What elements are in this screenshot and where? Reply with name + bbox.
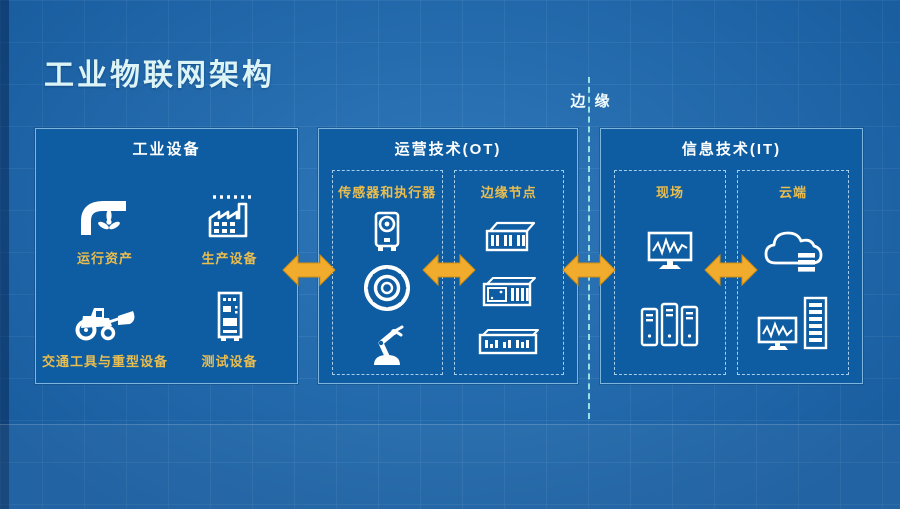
robot-arm-icon <box>362 321 412 367</box>
equipment-item-test: 测试设备 <box>168 271 291 374</box>
equipment-item-label: 测试设备 <box>201 354 258 369</box>
equipment-item-vehicles-heavy: 交通工具与重型设备 <box>42 271 168 374</box>
edge-divider-label: 边缘 <box>570 93 619 110</box>
bottom-background-band <box>0 424 900 509</box>
cloud-icons <box>738 203 848 374</box>
factory-icon <box>203 185 257 241</box>
panel-title: 运营技术(OT) <box>394 141 502 158</box>
group-label: 现场 <box>655 185 684 200</box>
wheel-loader-icon <box>71 288 139 344</box>
it-groups: 现场 <box>601 168 862 375</box>
edge-node-icon <box>478 220 540 256</box>
group-cloud: 云端 <box>737 170 849 375</box>
sensors-icons <box>333 203 442 374</box>
test-cabinet-icon <box>212 288 248 344</box>
equipment-item-label: 生产设备 <box>201 251 258 266</box>
panel-title: 信息技术(IT) <box>681 141 782 158</box>
group-label: 边缘节点 <box>480 185 537 200</box>
equipment-grid: 运行资产 生产设备 <box>36 168 297 382</box>
flow-arrow-icon <box>422 253 476 287</box>
monitor-and-rack-icon <box>757 296 829 352</box>
page-title: 工业物联网架构 <box>44 59 275 92</box>
edge-divider-dashed-line <box>588 77 590 419</box>
edge-server-icon <box>476 327 542 357</box>
cloud-storage-icon <box>761 225 825 275</box>
panel-industrial-equipment: 工业设备 运行资产 <box>35 128 298 384</box>
flow-arrow-icon <box>562 253 616 287</box>
group-label: 传感器和执行器 <box>338 185 437 200</box>
equipment-item-production: 生产设备 <box>168 168 291 271</box>
left-shade-strip <box>0 0 9 509</box>
equipment-item-label: 运行资产 <box>77 251 134 266</box>
panel-information-technology: 信息技术(IT) 现场 <box>600 128 863 384</box>
monitor-waveform-icon <box>645 229 695 273</box>
edge-gateway-icon <box>477 274 541 310</box>
group-label: 云端 <box>778 185 807 200</box>
flow-arrow-icon <box>282 253 336 287</box>
pump-turbine-icon <box>76 185 134 241</box>
sensor-camera-icon <box>369 210 405 254</box>
panel-operational-technology: 运营技术(OT) 传感器和执行器 <box>318 128 578 384</box>
equipment-item-operating-assets: 运行资产 <box>42 168 168 271</box>
flange-bearing-icon <box>361 262 413 314</box>
edge-node-icons <box>455 203 564 374</box>
panel-title: 工业设备 <box>132 141 201 158</box>
flow-arrow-icon <box>704 253 758 287</box>
onsite-icons <box>615 203 725 374</box>
equipment-item-label: 交通工具与重型设备 <box>42 354 169 369</box>
tower-servers-icon <box>638 300 702 348</box>
